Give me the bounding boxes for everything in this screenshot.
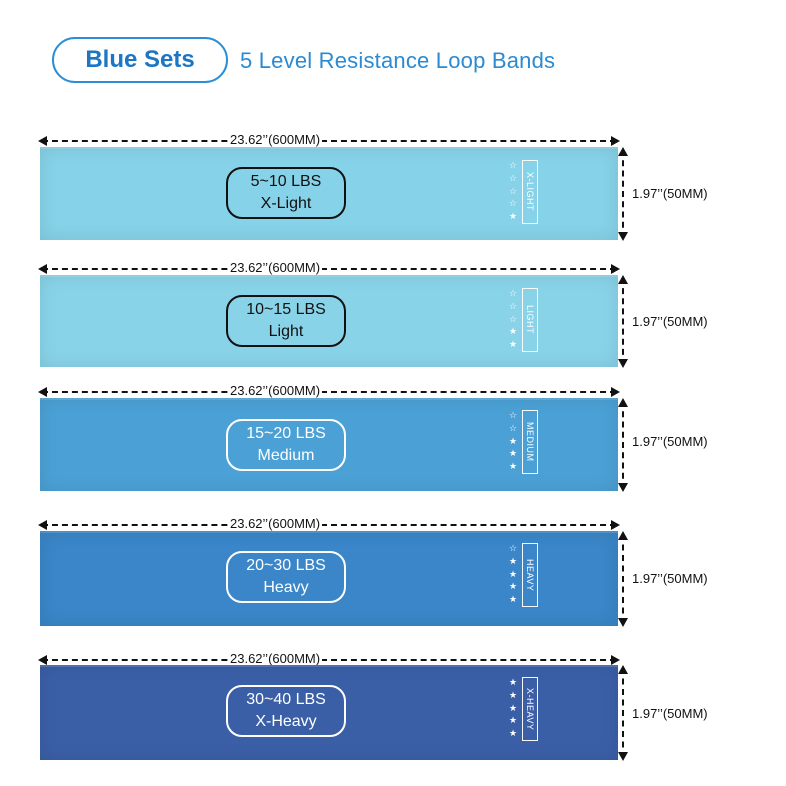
band-x-light: 5~10 LBS X-Light ☆ ☆ ☆ ☆ ★ X-LIGHT [40,147,618,240]
resistance-range: 5~10 LBS [250,173,322,190]
width-dimension-arrow [618,398,628,492]
blue-sets-badge: Blue Sets [52,37,228,83]
level-stars: ☆ ☆ ★ ★ ★ [508,410,518,472]
star-empty-icon: ☆ [508,410,518,420]
star-filled-icon: ★ [508,702,518,713]
width-label: 1.97’’(50MM) [632,706,708,721]
width-label: 1.97’’(50MM) [632,434,708,449]
band-heavy: 20~30 LBS Heavy ☆ ★ ★ ★ ★ HEAVY [40,531,618,626]
resistance-level: Light [268,323,304,340]
star-empty-icon: ☆ [508,543,518,553]
length-label: 23.62’’(600MM) [228,132,323,147]
star-filled-icon: ★ [508,339,518,349]
star-filled-icon: ★ [508,568,518,579]
star-filled-icon: ★ [508,448,518,459]
level-stars: ☆ ★ ★ ★ ★ [508,543,518,605]
band-mark-label: LIGHT [522,288,538,352]
star-empty-icon: ☆ [508,422,518,433]
resistance-level: X-Heavy [255,713,317,730]
length-dimension-arrow: 23.62’’(600MM) [38,260,620,275]
star-filled-icon: ★ [508,728,518,738]
width-dimension-arrow [618,665,628,761]
resistance-range: 10~15 LBS [246,301,326,318]
band-medium: 15~20 LBS Medium ☆ ☆ ★ ★ ★ MEDIUM [40,398,618,491]
star-filled-icon: ★ [508,461,518,471]
resistance-range: 15~20 LBS [246,425,326,442]
star-empty-icon: ☆ [508,185,518,196]
star-filled-icon: ★ [508,677,518,687]
width-label: 1.97’’(50MM) [632,571,708,586]
resistance-level: Heavy [263,579,309,596]
star-empty-icon: ☆ [508,313,518,324]
resistance-level: X-Light [260,195,312,212]
level-stars: ☆ ☆ ☆ ★ ★ [508,288,518,350]
level-stars: ☆ ☆ ☆ ☆ ★ [508,160,518,222]
width-label: 1.97’’(50MM) [632,314,708,329]
band-mark-label: X-LIGHT [522,160,538,224]
length-dimension-arrow: 23.62’’(600MM) [38,132,620,147]
band-light: 10~15 LBS Light ☆ ☆ ☆ ★ ★ LIGHT [40,275,618,367]
length-label: 23.62’’(600MM) [228,260,323,275]
length-dimension-arrow: 23.62’’(600MM) [38,383,620,398]
resistance-pill: 10~15 LBS Light [226,295,346,347]
resistance-range: 20~30 LBS [246,557,326,574]
star-empty-icon: ☆ [508,300,518,311]
star-filled-icon: ★ [508,326,518,337]
star-filled-icon: ★ [508,581,518,592]
band-x-heavy: 30~40 LBS X-Heavy ★ ★ ★ ★ ★ X-HEAVY [40,665,618,760]
star-empty-icon: ☆ [508,198,518,209]
width-dimension-arrow [618,275,628,368]
star-filled-icon: ★ [508,715,518,726]
length-dimension-arrow: 23.62’’(600MM) [38,516,620,531]
level-stars: ★ ★ ★ ★ ★ [508,677,518,739]
length-label: 23.62’’(600MM) [228,383,323,398]
resistance-level: Medium [257,447,315,464]
star-filled-icon: ★ [508,594,518,604]
resistance-pill: 30~40 LBS X-Heavy [226,685,346,737]
star-filled-icon: ★ [508,435,518,446]
page-subtitle: 5 Level Resistance Loop Bands [240,48,556,73]
resistance-pill: 15~20 LBS Medium [226,419,346,471]
star-empty-icon: ☆ [508,288,518,298]
length-label: 23.62’’(600MM) [228,516,323,531]
width-label: 1.97’’(50MM) [632,186,708,201]
width-dimension-arrow [618,147,628,241]
band-mark-label: HEAVY [522,543,538,607]
length-dimension-arrow: 23.62’’(600MM) [38,651,620,666]
resistance-range: 30~40 LBS [246,691,326,708]
band-mark-label: MEDIUM [522,410,538,474]
star-empty-icon: ☆ [508,172,518,183]
length-label: 23.62’’(600MM) [228,651,323,666]
resistance-pill: 20~30 LBS Heavy [226,551,346,603]
star-filled-icon: ★ [508,689,518,700]
resistance-pill: 5~10 LBS X-Light [226,167,346,219]
star-filled-icon: ★ [508,211,518,221]
star-filled-icon: ★ [508,555,518,566]
band-mark-label: X-HEAVY [522,677,538,741]
width-dimension-arrow [618,531,628,627]
star-empty-icon: ☆ [508,160,518,170]
